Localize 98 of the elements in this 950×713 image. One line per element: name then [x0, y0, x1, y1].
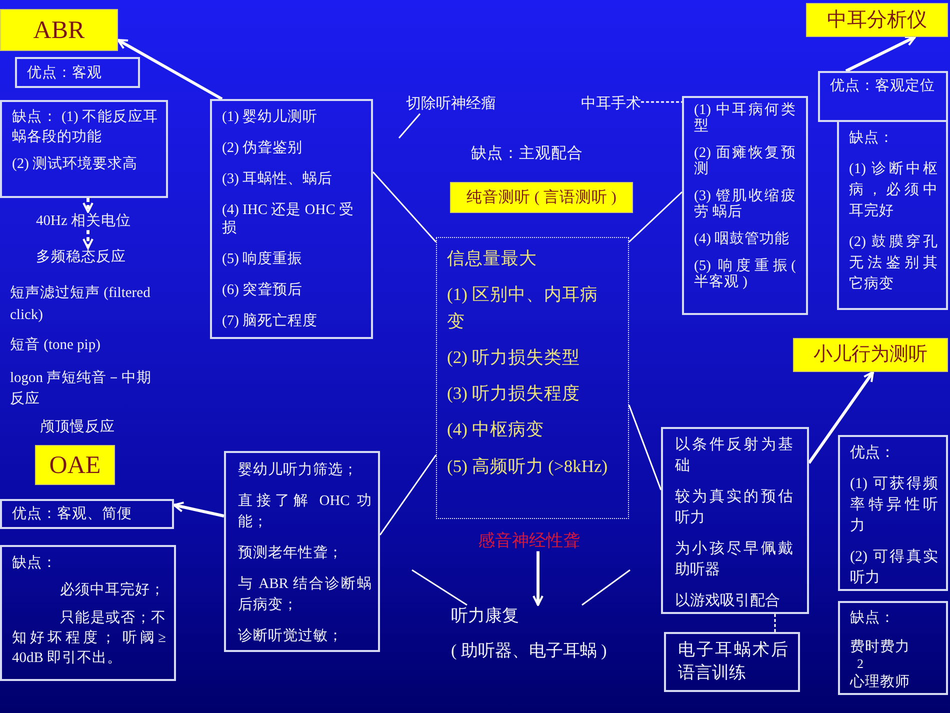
text-label: ( 助听器、电子耳蜗 ) — [451, 640, 607, 662]
highlight-box — [806, 3, 948, 37]
connector-line — [412, 569, 468, 606]
dotted-connector — [641, 101, 682, 103]
connector-line — [372, 172, 437, 242]
list-item: (5) 高频听力 (>8kHz) — [447, 454, 608, 478]
info-box — [661, 427, 809, 614]
box-text: (5) 响度重振 — [222, 250, 303, 270]
connector-line — [628, 191, 683, 243]
text-label: logon 声短纯音－中期反应 — [10, 368, 152, 410]
box-text: (2) 伪聋鉴别 — [222, 138, 303, 158]
box-text: (1) 婴幼儿测听 — [222, 108, 318, 127]
box-text: 心理教师 — [850, 672, 910, 692]
dashed-arrow — [82, 198, 94, 213]
highlight-box — [0, 9, 118, 51]
box-text: (4) IHC 还是 OHC 受损 — [222, 200, 355, 238]
box-text: (2) 鼓膜穿孔无法鉴别其它病变 — [849, 232, 938, 294]
text-label: 中耳手术 — [581, 95, 641, 114]
box-title: 纯音测听 ( 言语测听 ) — [466, 188, 616, 208]
list-item: 信息量最大 — [447, 247, 537, 270]
box-text: (2) 面瘫恢复预测 — [694, 146, 796, 178]
list-item: (1) 区别中、内耳病变 — [447, 283, 599, 332]
text-label: 感音神经性聋 — [478, 530, 580, 552]
box-text: (1) 诊断中枢病，必须中耳完好 — [849, 160, 938, 222]
box-text: 以条件反射为基础 — [675, 436, 793, 476]
box-text: (4) 咽鼓管功能 — [694, 232, 790, 248]
connector-line — [582, 569, 630, 606]
box-text: 费时费力 — [850, 638, 910, 657]
box-title: ABR — [33, 16, 85, 46]
box-text: (1) 中耳病何类型 — [694, 103, 796, 135]
box-text: 缺点： — [12, 554, 57, 573]
info-box — [838, 601, 948, 695]
info-box — [0, 499, 174, 529]
info-box — [664, 632, 800, 692]
box-text: 较为真实的预估听力 — [675, 488, 793, 528]
highlight-box — [793, 338, 948, 372]
text-label: 40Hz 相关电位 — [36, 212, 132, 230]
dashed-arrow — [82, 230, 94, 249]
text-label: 短音 (tone pip) — [10, 336, 100, 354]
box-text: (3) 镫肌收缩疲劳 蜗后 — [694, 188, 796, 221]
box-text: 缺点： (1) 不能反应耳蜗各段的功能 — [12, 108, 158, 148]
info-box — [0, 100, 168, 198]
box-text: 优点：客观 — [27, 64, 102, 82]
box-text: 与 ABR 结合诊断蜗后病变； — [238, 575, 372, 616]
box-text: 诊断听觉过敏； — [238, 627, 343, 646]
info-box — [682, 96, 808, 315]
info-box — [210, 99, 373, 339]
text-label: 颅顶慢反应 — [40, 418, 115, 436]
box-text: (7) 脑死亡程度 — [222, 312, 318, 331]
box-text: 缺点： — [850, 609, 895, 628]
box-text: 优点： — [850, 444, 895, 463]
box-text: 必须中耳完好； — [59, 580, 165, 600]
text-label: 听力康复 — [451, 605, 519, 627]
text-label: 切除听神经瘤 — [406, 95, 496, 114]
box-text: (5) 响度重振( 半客观 ) — [694, 258, 796, 290]
connector-line — [628, 404, 662, 490]
dashed-connector — [774, 614, 776, 632]
info-box — [838, 435, 948, 591]
info-box — [224, 451, 380, 652]
box-title: 小儿行为测听 — [814, 343, 928, 367]
list-item: (2) 听力损失类型 — [447, 346, 580, 369]
box-text: (2) 可得真实听力 — [850, 548, 938, 588]
list-item: (4) 中枢病变 — [447, 418, 544, 442]
box-text: 婴幼儿听力筛选； — [238, 461, 358, 480]
box-text: 优点：客观、简便 — [12, 505, 132, 524]
box-text: (2) 测试环境要求高 — [12, 154, 138, 174]
box-text: 电子耳蜗术后语言训练 — [678, 639, 788, 684]
box-text: 只能是或否；不知好坏程度； 听阈≥ 40dB 即引不出。 — [12, 608, 166, 668]
page-number: 2 — [857, 657, 864, 670]
arrow — [845, 36, 916, 72]
info-box — [15, 57, 140, 88]
box-title: 中耳分析仪 — [827, 8, 927, 33]
box-text: 优点：客观定位 — [830, 78, 935, 96]
box-text: 为小孩尽早佩戴助听器 — [675, 540, 793, 580]
leader-line — [398, 113, 421, 138]
text-label: 多频稳态反应 — [36, 248, 126, 266]
arrow — [532, 551, 544, 606]
arrow — [808, 371, 874, 464]
box-text: 直接了解 OHC 功能； — [238, 492, 372, 532]
info-box — [0, 545, 176, 681]
info-box — [818, 71, 948, 122]
box-text: 预测老年性聋； — [238, 544, 343, 564]
text-label: 短声滤过短声 (filtered click) — [10, 284, 152, 325]
box-text: (3) 耳蜗性、蜗后 — [222, 170, 333, 189]
arrow — [117, 38, 223, 100]
box-text: (6) 突聋预后 — [222, 281, 303, 300]
node-caption: 缺点：主观配合 — [471, 144, 583, 164]
connector-line — [379, 454, 437, 536]
arrow — [173, 502, 224, 518]
list-item: (3) 听力损失程度 — [447, 382, 580, 405]
box-title: OAE — [49, 451, 101, 481]
box-text: 以游戏吸引配合 — [675, 592, 780, 611]
highlight-box — [450, 182, 633, 213]
box-text: 缺点： — [849, 129, 894, 148]
info-box — [837, 120, 948, 310]
box-text: (1) 可获得频率特异性听力 — [850, 474, 938, 536]
highlight-box — [35, 445, 115, 485]
dotted-box — [436, 237, 629, 519]
